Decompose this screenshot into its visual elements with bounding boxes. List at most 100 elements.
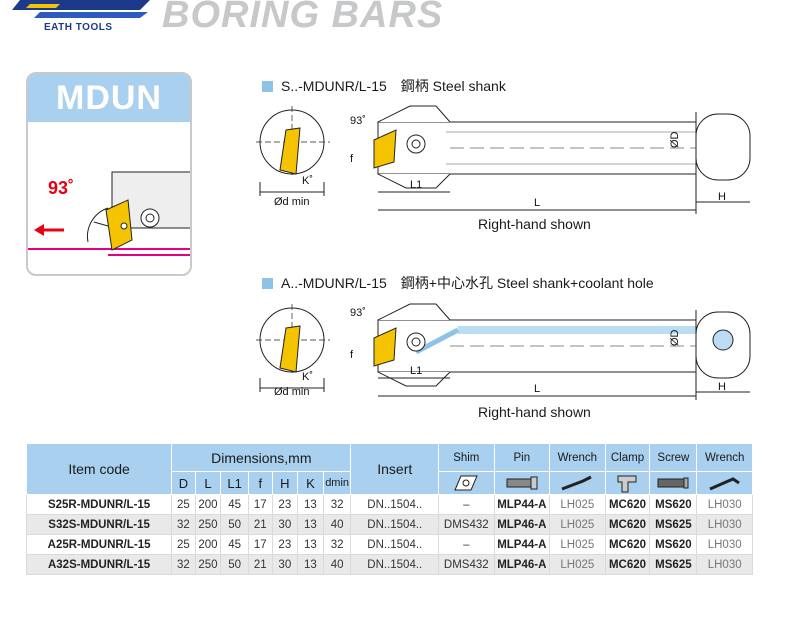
row-dmin: 40 (322, 514, 352, 535)
s2-dmin-label: Ød min (274, 386, 309, 398)
row-l1: 45 (220, 494, 250, 515)
s2-l1-label: L1 (410, 365, 422, 377)
table-row: A32S-MDUNR/L-15 32 250 50 21 30 13 40 DN… (25, 554, 753, 575)
row-code: A32S-MDUNR/L-15 (25, 554, 173, 575)
s2-angle-label: 93˚ (350, 307, 366, 319)
row-h: 23 (271, 494, 299, 515)
header-clamp: Clamp (604, 443, 651, 472)
type-illustration (28, 171, 190, 256)
row-h: 30 (271, 554, 299, 575)
row-clamp: MC620 (604, 514, 651, 535)
row-wrench: LH025 (549, 554, 606, 575)
row-code: A25R-MDUNR/L-15 (25, 534, 173, 555)
row-l: 200 (194, 494, 222, 515)
row-k: 13 (297, 514, 324, 535)
row-h: 23 (271, 534, 299, 555)
row-wrench2: LH030 (696, 514, 753, 535)
row-l: 250 (194, 554, 222, 575)
row-k: 13 (297, 554, 324, 575)
row-h: 30 (271, 514, 299, 535)
s2-l-label: L (534, 383, 540, 395)
shim-icon (438, 471, 495, 495)
row-wrench2: LH030 (696, 494, 753, 515)
row-wrench: LH025 (549, 494, 606, 515)
row-shim: DMS432 (438, 554, 495, 575)
square-bullet-icon (262, 277, 273, 289)
row-f: 17 (248, 534, 273, 555)
table-row: S32S-MDUNR/L-15 32 250 50 21 30 13 40 DN… (25, 514, 753, 535)
square-bullet-icon (262, 80, 273, 92)
section1-label: S..-MDUNR/L-15 鋼柄 Steel shank (281, 78, 506, 94)
brand-logo (12, 0, 150, 18)
row-pin: MLP46-A (493, 554, 551, 575)
table-row: S25R-MDUNR/L-15 25 200 45 17 23 13 32 DN… (25, 494, 753, 515)
header-wrench: Wrench (549, 443, 606, 472)
row-clamp: MC620 (604, 554, 651, 575)
row-d: 25 (171, 534, 196, 555)
row-dmin: 32 (322, 494, 352, 515)
row-f: 17 (248, 494, 273, 515)
row-d: 32 (171, 514, 196, 535)
row-shim: – (438, 494, 495, 515)
s1-k-label: K˚ (302, 175, 313, 187)
row-k: 13 (297, 534, 324, 555)
spec-table: Item code Dimensions,mm Insert Shim Pin … (25, 443, 753, 575)
row-clamp: MC620 (604, 534, 651, 555)
dim-col-l1: L1 (220, 471, 250, 495)
header-wrench2: Wrench (696, 443, 753, 472)
row-l1: 50 (220, 514, 250, 535)
type-card: MDUN 93˚ (26, 72, 192, 276)
s1-f-label: f (350, 153, 354, 165)
s1-h-label: H (718, 191, 726, 203)
type-angle: 93˚ (48, 178, 75, 198)
dim-col-d: D (171, 471, 196, 495)
section2-title: A..-MDUNR/L-15 鋼柄+中心水孔 Steel shank+coola… (262, 273, 654, 293)
row-shim: DMS432 (438, 514, 495, 535)
section2-drawing: Ød min K˚ 93˚ f L1 L ØD H (256, 303, 751, 400)
wrench-icon (549, 471, 606, 495)
row-d: 32 (171, 554, 196, 575)
section1-drawing: Ød min K˚ 93˚ f L1 L ØD H (256, 105, 751, 214)
dim-col-k: K (297, 471, 324, 495)
wrench2-icon (696, 471, 753, 495)
s1-l1-label: L1 (410, 179, 422, 191)
header-shim: Shim (438, 443, 495, 472)
row-screw: MS620 (649, 494, 698, 515)
row-l: 250 (194, 514, 222, 535)
row-code: S32S-MDUNR/L-15 (25, 514, 173, 535)
screw-icon (649, 471, 698, 495)
row-k: 13 (297, 494, 324, 515)
row-f: 21 (248, 514, 273, 535)
page-header: EATH TOOLS BORING BARS (0, 0, 786, 44)
s1-l-label: L (534, 197, 540, 209)
header-insert: Insert (350, 443, 440, 495)
row-dmin: 40 (322, 554, 352, 575)
page-title: BORING BARS (162, 0, 444, 36)
row-wrench2: LH030 (696, 554, 753, 575)
row-l: 200 (194, 534, 222, 555)
s2-k-label: K˚ (302, 371, 313, 383)
section1-title: S..-MDUNR/L-15 鋼柄 Steel shank (262, 76, 506, 96)
row-insert: DN..1504.. (350, 514, 440, 535)
row-pin: MLP46-A (493, 514, 551, 535)
pin-icon (493, 471, 551, 495)
header-dimensions: Dimensions,mm (171, 443, 352, 472)
row-shim: – (438, 534, 495, 555)
dim-col-l: L (194, 471, 222, 495)
row-wrench: LH025 (549, 514, 606, 535)
s1-angle-label: 93˚ (350, 115, 366, 127)
header-pin: Pin (493, 443, 551, 472)
table-row: A25R-MDUNR/L-15 25 200 45 17 23 13 32 DN… (25, 534, 753, 555)
row-code: S25R-MDUNR/L-15 (25, 494, 173, 515)
s2-h-label: H (718, 381, 726, 393)
brand-name: EATH TOOLS (44, 22, 113, 33)
row-insert: DN..1504.. (350, 534, 440, 555)
row-screw: MS625 (649, 554, 698, 575)
dim-col-f: f (248, 471, 273, 495)
header-screw: Screw (649, 443, 698, 472)
row-screw: MS625 (649, 514, 698, 535)
s2-d-label: ØD (669, 329, 681, 346)
dim-col-dmin: dmin (322, 471, 352, 495)
row-wrench2: LH030 (696, 534, 753, 555)
row-l1: 50 (220, 554, 250, 575)
